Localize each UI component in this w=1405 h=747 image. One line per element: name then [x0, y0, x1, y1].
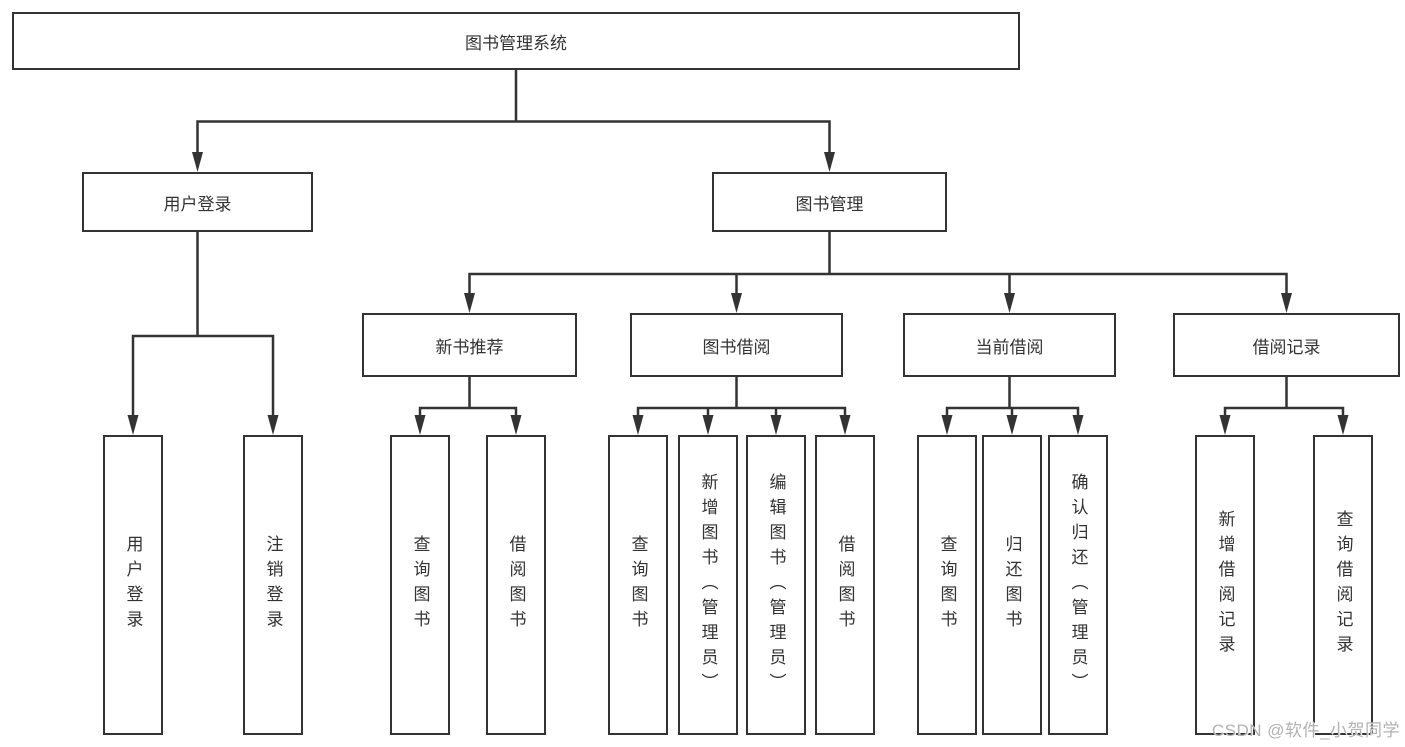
node-new-book-recommend: 新书推荐	[362, 313, 577, 377]
leaf-current-return-book-label: 归还图书	[1002, 535, 1022, 635]
node-book-borrow-label: 图书借阅	[702, 337, 771, 357]
leaf-current-confirm-return-admin-label: 确认归还（管理员）	[1068, 472, 1088, 698]
leaf-borrow-query-book: 查询图书	[608, 435, 668, 735]
node-current-borrow: 当前借阅	[903, 313, 1116, 377]
leaf-borrow-query-book-label: 查询图书	[628, 535, 648, 635]
node-borrow-record-label: 借阅记录	[1252, 337, 1321, 357]
node-book-management: 图书管理	[712, 172, 947, 232]
leaf-newbook-query-book-label: 查询图书	[410, 535, 430, 635]
node-user-login: 用户登录	[82, 172, 313, 232]
leaf-record-query-borrow-record-label: 查询借阅记录	[1333, 510, 1353, 660]
leaf-borrow-edit-book-admin-label: 编辑图书（管理员）	[766, 472, 786, 698]
node-new-book-recommend-label: 新书推荐	[435, 337, 504, 357]
leaf-current-return-book: 归还图书	[982, 435, 1042, 735]
leaf-borrow-borrow-book-label: 借阅图书	[835, 535, 855, 635]
leaf-record-add-borrow-record-label: 新增借阅记录	[1215, 510, 1235, 660]
node-root-library-system: 图书管理系统	[12, 12, 1020, 70]
node-root-label: 图书管理系统	[465, 33, 567, 53]
leaf-newbook-query-book: 查询图书	[390, 435, 450, 735]
node-borrow-record: 借阅记录	[1173, 313, 1400, 377]
leaf-borrow-edit-book-admin: 编辑图书（管理员）	[746, 435, 806, 735]
csdn-watermark: CSDN @软件_小贺同学	[1211, 721, 1400, 740]
leaf-borrow-add-book-admin-label: 新增图书（管理员）	[698, 472, 718, 698]
leaf-borrow-borrow-book: 借阅图书	[815, 435, 875, 735]
leaf-logout-label: 注销登录	[263, 535, 283, 635]
node-book-borrow: 图书借阅	[630, 313, 843, 377]
leaf-current-query-book: 查询图书	[917, 435, 977, 735]
leaf-user-login: 用户登录	[103, 435, 163, 735]
leaf-newbook-borrow-book: 借阅图书	[486, 435, 546, 735]
leaf-record-add-borrow-record: 新增借阅记录	[1195, 435, 1255, 735]
leaf-logout: 注销登录	[243, 435, 303, 735]
node-book-management-label: 图书管理	[795, 194, 864, 214]
leaf-current-query-book-label: 查询图书	[937, 535, 957, 635]
leaf-user-login-label: 用户登录	[123, 535, 143, 635]
leaf-record-query-borrow-record: 查询借阅记录	[1313, 435, 1373, 735]
leaf-newbook-borrow-book-label: 借阅图书	[506, 535, 526, 635]
leaf-current-confirm-return-admin: 确认归还（管理员）	[1048, 435, 1108, 735]
node-user-login-label: 用户登录	[163, 194, 232, 214]
leaf-borrow-add-book-admin: 新增图书（管理员）	[678, 435, 738, 735]
node-current-borrow-label: 当前借阅	[975, 337, 1044, 357]
